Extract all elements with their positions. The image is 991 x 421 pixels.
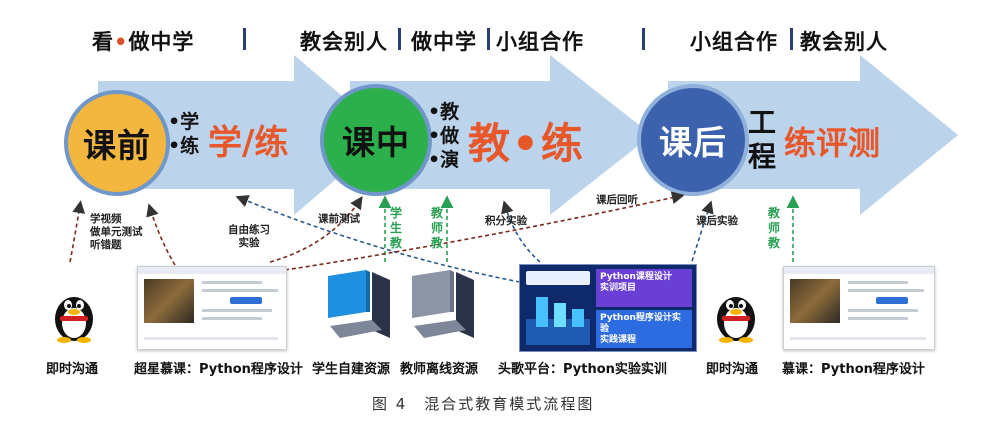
top-label-during-b: 做中学 xyxy=(411,30,477,54)
label-student-res: 学生自建资源 xyxy=(312,362,391,377)
annotation-before-right: 自由练习 实验 xyxy=(228,224,270,250)
text-line xyxy=(848,317,908,320)
figure-caption: 图 4 混合式教育模式流程图 xyxy=(372,395,595,413)
text-line xyxy=(848,289,924,292)
text-line xyxy=(848,281,908,284)
platform-logo xyxy=(526,271,590,285)
enroll-button xyxy=(230,297,262,304)
qq-penguin-icon xyxy=(717,297,755,343)
mooc-left-screenshot xyxy=(137,266,287,350)
platform-illustration-icon xyxy=(526,297,590,345)
arrow-after xyxy=(668,55,958,215)
bullet: 工 xyxy=(748,106,777,139)
stage-during-name: 课中 xyxy=(342,123,410,162)
stage-during-highlight: 教•练 xyxy=(468,119,585,168)
text-line xyxy=(202,281,262,284)
annotation-teacher-teach-after: 教师教 xyxy=(767,206,780,250)
stage-before-highlight: 学/练 xyxy=(208,123,289,163)
top-label-after-a: 小组合作 xyxy=(690,30,778,54)
top-label-before: 看•做中学 xyxy=(92,26,194,56)
annotation-line: 学视频 xyxy=(90,213,122,225)
top-label-before-1: 看 xyxy=(92,30,114,54)
qq-penguin-icon xyxy=(55,297,93,343)
platform-card-2: Python程序设计实验 实践课程 xyxy=(596,310,692,348)
top-label-after-b: 教会别人 xyxy=(800,30,888,54)
stage-after-name: 课后 xyxy=(659,123,727,162)
annotation-teacher-teach: 教师教 xyxy=(430,206,443,250)
platform-card-1: Python课程设计 实训项目 xyxy=(596,269,692,307)
label-im-right: 即时沟通 xyxy=(706,362,759,377)
top-label-before-dot: • xyxy=(114,30,129,54)
stage-during-circle: 课中 xyxy=(320,84,432,196)
annotation-pretest: 课前测试 xyxy=(318,213,360,225)
annotation-line: 自由练习 xyxy=(228,224,270,236)
course-cover-image xyxy=(144,279,194,323)
label-teacher-res: 教师离线资源 xyxy=(400,362,479,377)
annotation-line: 做单元测试 xyxy=(90,226,143,238)
label-im-left: 即时沟通 xyxy=(46,362,99,377)
annotation-line: 听错题 xyxy=(90,239,122,251)
stage-during-bullets: •教 •做 •演 xyxy=(428,100,459,172)
label-mooc-left: 超星慕课：Python程序设计 xyxy=(134,362,303,377)
top-label-during-c: 小组合作 xyxy=(496,30,584,54)
text-line xyxy=(202,317,262,320)
stage-before-name: 课前 xyxy=(83,126,151,165)
enroll-button xyxy=(876,297,908,304)
computer-teacher-icon xyxy=(412,270,474,338)
text-line xyxy=(790,337,926,340)
annotation-student-teach: 学生教 xyxy=(389,206,402,250)
bullet: •教 xyxy=(428,101,460,123)
window-bar xyxy=(784,267,934,274)
label-mooc-right: 慕课：Python程序设计 xyxy=(782,362,925,377)
annotation-points-exp: 积分实验 xyxy=(485,215,527,227)
text-line xyxy=(202,289,278,292)
annotation-before-left: 学视频 做单元测试 听错题 xyxy=(90,213,143,252)
top-label-during-a: 教会别人 xyxy=(300,30,388,54)
course-cover-image xyxy=(790,279,840,323)
arrow-during xyxy=(350,55,652,215)
separator xyxy=(487,28,490,50)
separator xyxy=(243,28,246,50)
annotation-after-listen: 课后回听 xyxy=(596,194,638,206)
bullet: •练 xyxy=(168,135,200,157)
stage-before-bullets: •学 •练 xyxy=(168,110,199,158)
label-platform: 头歌平台：Python实验实训 xyxy=(498,362,667,377)
bullet: •演 xyxy=(428,149,460,171)
window-bar xyxy=(138,267,286,274)
text-line xyxy=(848,309,918,312)
separator xyxy=(790,28,793,50)
text-line xyxy=(202,309,272,312)
stage-after-bullets: 工 程 xyxy=(748,106,776,174)
annotation-line: 实验 xyxy=(238,237,260,249)
mooc-right-screenshot xyxy=(783,266,935,350)
stage-after-circle: 课后 xyxy=(637,84,749,196)
bullet: •学 xyxy=(168,111,200,133)
bullet: •做 xyxy=(428,125,460,147)
bullet: 程 xyxy=(748,140,777,173)
stage-before-circle: 课前 xyxy=(64,90,170,196)
annotation-after-exp: 课后实验 xyxy=(696,215,738,227)
arrow-before xyxy=(98,55,388,215)
text-line xyxy=(144,337,278,340)
stage-after-highlight: 练评测 xyxy=(784,124,881,162)
separator xyxy=(398,28,401,50)
top-label-before-2: 做中学 xyxy=(128,30,195,54)
separator xyxy=(642,28,645,50)
platform-screenshot: Python课程设计 实训项目 Python程序设计实验 实践课程 xyxy=(519,264,697,352)
computer-student-icon xyxy=(328,270,390,338)
